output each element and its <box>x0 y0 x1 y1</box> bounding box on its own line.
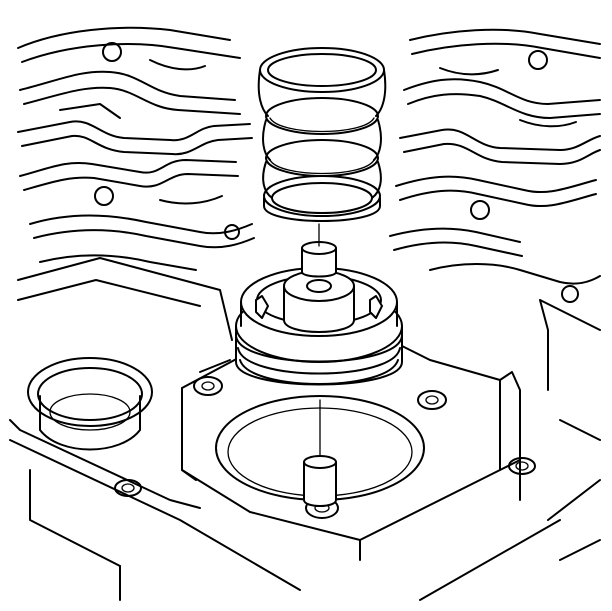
valve-body-channels-right <box>389 28 601 303</box>
servo-piston <box>235 223 403 386</box>
servo-bore <box>215 395 425 507</box>
coil-spring <box>257 47 387 222</box>
valve-body-channels <box>17 26 255 271</box>
valve-body-casting <box>9 257 601 601</box>
